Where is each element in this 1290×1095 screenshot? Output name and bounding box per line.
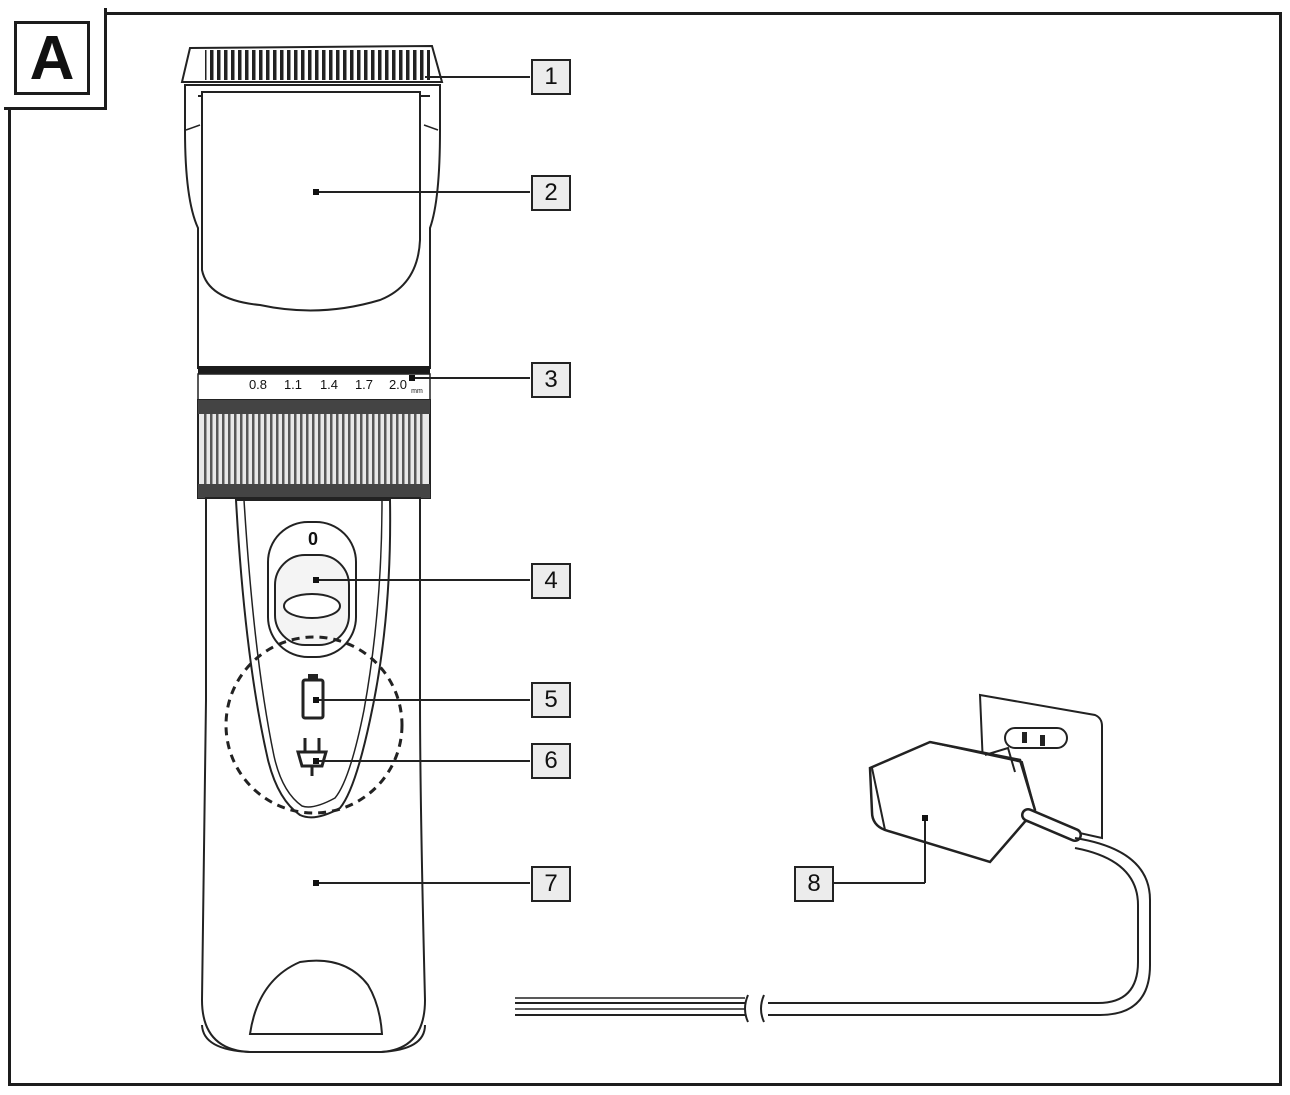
scale-tick-label: 1.7 — [355, 377, 373, 392]
scale-tick-label: 0.8 — [249, 377, 267, 392]
battery-indicator-icon — [301, 674, 325, 720]
adjustment-ring — [197, 399, 431, 499]
power-cable — [515, 837, 1151, 1023]
callout-5: 5 — [531, 682, 571, 718]
figure-label: A — [14, 21, 90, 95]
indicator-highlight-circle — [224, 635, 404, 815]
callout-6: 6 — [531, 743, 571, 779]
scale-unit-label: mm — [411, 388, 423, 395]
attachment-comb — [201, 91, 421, 312]
callout-3: 3 — [531, 362, 571, 398]
figure-frame — [8, 12, 1282, 1086]
scale-tick-label: 1.4 — [320, 377, 338, 392]
leader-lines — [316, 76, 926, 884]
blade — [180, 44, 444, 83]
switch-off-mark: 0 — [308, 529, 318, 549]
scale-tick-label: 1.1 — [284, 377, 302, 392]
power-adapter — [868, 693, 1103, 864]
bottom-cap — [248, 959, 384, 1035]
figure-label-box: A — [4, 8, 107, 110]
callout-7: 7 — [531, 866, 571, 902]
callout-1: 1 — [531, 59, 571, 95]
callout-4: 4 — [531, 563, 571, 599]
leader-dots — [313, 189, 928, 886]
clipper-head — [184, 84, 441, 369]
callout-8: 8 — [794, 866, 834, 902]
callout-2: 2 — [531, 175, 571, 211]
scale-tick-label: 2.0 — [389, 377, 407, 392]
power-switch — [267, 521, 357, 658]
